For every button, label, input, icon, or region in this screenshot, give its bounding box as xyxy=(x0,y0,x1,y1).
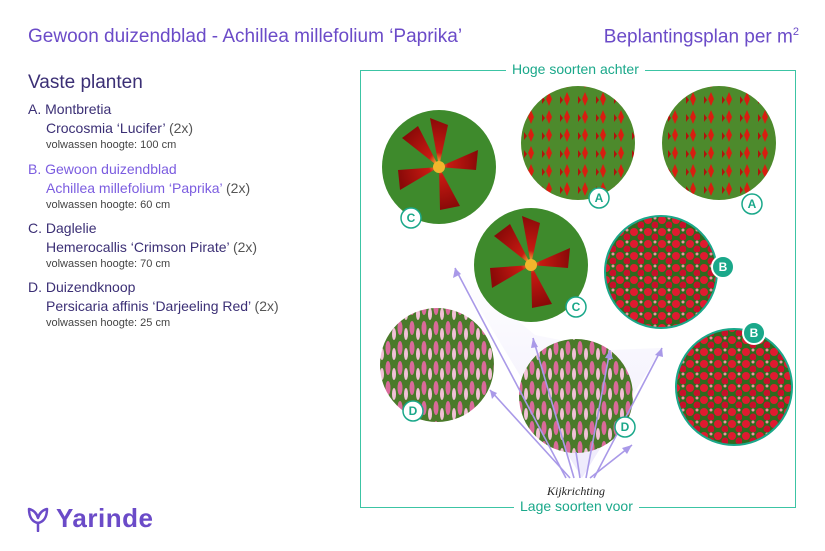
plant-latin-name: Hemerocallis ‘Crimson Pirate’ (2x) xyxy=(46,239,258,255)
badge-c-top: C xyxy=(400,207,422,229)
plant-common-name: D. Duizendknoop xyxy=(28,279,136,295)
plant-photo-a-1 xyxy=(521,86,635,200)
yarinde-leaf-icon xyxy=(27,507,49,532)
svg-text:B: B xyxy=(750,326,759,340)
plant-height: volwassen hoogte: 100 cm xyxy=(46,139,177,151)
plant-height: volwassen hoogte: 60 cm xyxy=(46,199,171,211)
page-title: Gewoon duizendblad - Achillea millefoliu… xyxy=(28,26,463,47)
plan-label: Beplantingsplan per m xyxy=(603,26,793,48)
svg-text:A: A xyxy=(595,191,604,205)
plant-photo-a-2 xyxy=(662,86,776,200)
svg-text:B: B xyxy=(719,260,728,274)
plan-title: Beplantingsplan per m2 xyxy=(604,26,799,48)
plant-common-name: A. Montbretia xyxy=(28,101,112,117)
plant-latin-name: Crocosmia ‘Lucifer’ (2x) xyxy=(46,120,194,136)
badge-d-2: D xyxy=(614,416,636,438)
badge-d-1: D xyxy=(402,400,424,422)
view-direction-label: Kijkrichting xyxy=(547,484,605,498)
svg-text:A: A xyxy=(748,197,757,211)
brand-logo: Yarinde xyxy=(26,503,153,534)
badge-b-1: B xyxy=(711,255,735,279)
plant-photo-b-2 xyxy=(675,328,793,446)
plant-latin-name: Achillea millefolium ‘Paprika’ (2x) xyxy=(46,180,251,196)
plant-entry-c: C. Daglelie Hemerocallis ‘Crimson Pirate… xyxy=(28,220,257,270)
plant-latin-name: Persicaria affinis ‘Darjeeling Red’ (2x) xyxy=(46,298,279,314)
svg-text:C: C xyxy=(572,300,581,314)
plant-photo-d-1 xyxy=(380,308,494,422)
svg-text:C: C xyxy=(407,211,416,225)
badge-b-2: B xyxy=(742,321,766,345)
plan-unit-superscript: 2 xyxy=(792,26,799,38)
frame-label-top: Hoge soorten achter xyxy=(506,61,645,77)
view-arrows xyxy=(453,267,663,479)
plant-entry-a: A. Montbretia Crocosmia ‘Lucifer’ (2x) v… xyxy=(28,101,193,151)
plant-photo-c-top xyxy=(382,110,496,224)
svg-text:D: D xyxy=(621,420,630,434)
plant-common-name: B. Gewoon duizendblad xyxy=(28,161,177,177)
plant-entry-d: D. Duizendknoop Persicaria affinis ‘Darj… xyxy=(28,279,279,329)
plant-photo-c-mid xyxy=(474,208,588,322)
svg-text:D: D xyxy=(409,404,418,418)
frame-label-bottom: Lage soorten voor xyxy=(514,498,639,514)
plant-height: volwassen hoogte: 70 cm xyxy=(46,258,171,270)
plant-common-name: C. Daglelie xyxy=(28,220,97,236)
plant-photo-d-2 xyxy=(519,339,633,453)
badge-a-2: A xyxy=(741,193,763,215)
section-title: Vaste planten xyxy=(28,72,143,93)
badge-c-mid: C xyxy=(565,296,587,318)
plant-photo-b-1 xyxy=(604,215,718,329)
brand-name: Yarinde xyxy=(56,503,154,533)
plant-height: volwassen hoogte: 25 cm xyxy=(46,317,171,329)
plant-entry-b: B. Gewoon duizendblad Achillea millefoli… xyxy=(28,161,250,211)
badge-a-1: A xyxy=(588,187,610,209)
